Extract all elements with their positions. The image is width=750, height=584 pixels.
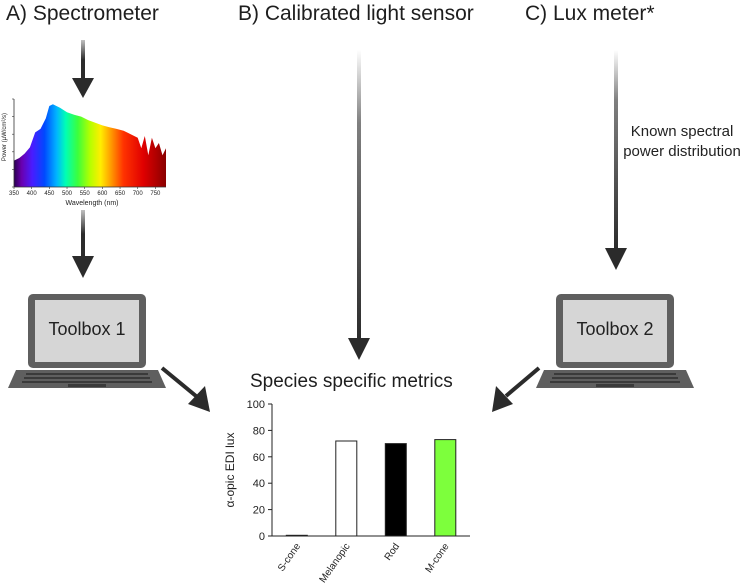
bar-y-tick-label: 100 [247, 399, 265, 411]
arrow-luxmeter-to-toolbox2 [605, 50, 627, 270]
heading-spectrometer: A) Spectrometer [6, 2, 159, 25]
spectrum-x-tick-label: 550 [80, 191, 91, 197]
spectrum-x-tick-label: 350 [9, 191, 20, 197]
bar-melanopic [335, 440, 358, 537]
bar-y-tick-label: 40 [253, 478, 265, 490]
laptop-icon [536, 294, 694, 388]
bar-y-tick-label: 20 [253, 505, 265, 517]
spectrum-chart: 350 400 450 500 550 600 650 700 750 Power (µW/cm… [2, 98, 166, 207]
bar-s-cone [285, 534, 308, 537]
bar-y-tick-label: 80 [253, 425, 265, 437]
bar-y-tick-label: 60 [253, 452, 265, 464]
bar-ylabel: α-opic EDI lux [223, 433, 237, 508]
arrow-toolbox2-to-metrics [492, 366, 541, 412]
metrics-title: Species specific metrics [250, 371, 453, 392]
laptop-icon [8, 294, 166, 388]
laptop-toolbox2: Toolbox 2 [534, 292, 694, 392]
spectrum-x-tick-label: 700 [133, 191, 144, 197]
spectrum-ylabel: Power (µW/cm²/s) [2, 113, 8, 161]
spectrum-x-tick-label: 450 [44, 191, 55, 197]
spectrum-x-tick-label: 750 [150, 191, 161, 197]
heading-lux-meter: C) Lux meter* [525, 2, 655, 25]
toolbox1-label: Toolbox 1 [48, 319, 126, 339]
bar-category-label: M-cone [424, 541, 452, 575]
laptop-toolbox1: Toolbox 1 [6, 292, 166, 392]
bar-category-label: S-cone [276, 541, 303, 574]
bar-y-tick-label: 0 [259, 531, 265, 543]
arrow-spectrometer-to-spectrum [72, 40, 94, 98]
toolbox2-label: Toolbox 2 [576, 319, 654, 339]
bar-m-cone [434, 439, 457, 537]
spectrum-area [14, 104, 166, 187]
arrow-spectrum-to-toolbox1 [72, 210, 94, 278]
spectrum-x-tick-label: 400 [27, 191, 38, 197]
bar-category-label: Rod [383, 541, 403, 562]
bar-category-label: Melanopic [318, 541, 353, 584]
known-spd-note: Known spectral power distribution [623, 123, 741, 160]
spectrum-x-tick-label: 500 [62, 191, 73, 197]
spectrum-x-tick-label: 600 [97, 191, 108, 197]
spectrum-x-tick-label: 650 [115, 191, 126, 197]
arrow-sensor-to-metrics [348, 50, 370, 360]
spectrum-xlabel: Wavelength (nm) [65, 200, 118, 207]
heading-calibrated-light-sensor: B) Calibrated light sensor [238, 2, 474, 25]
bar-rod [384, 443, 407, 537]
arrow-toolbox1-to-metrics [160, 366, 210, 412]
